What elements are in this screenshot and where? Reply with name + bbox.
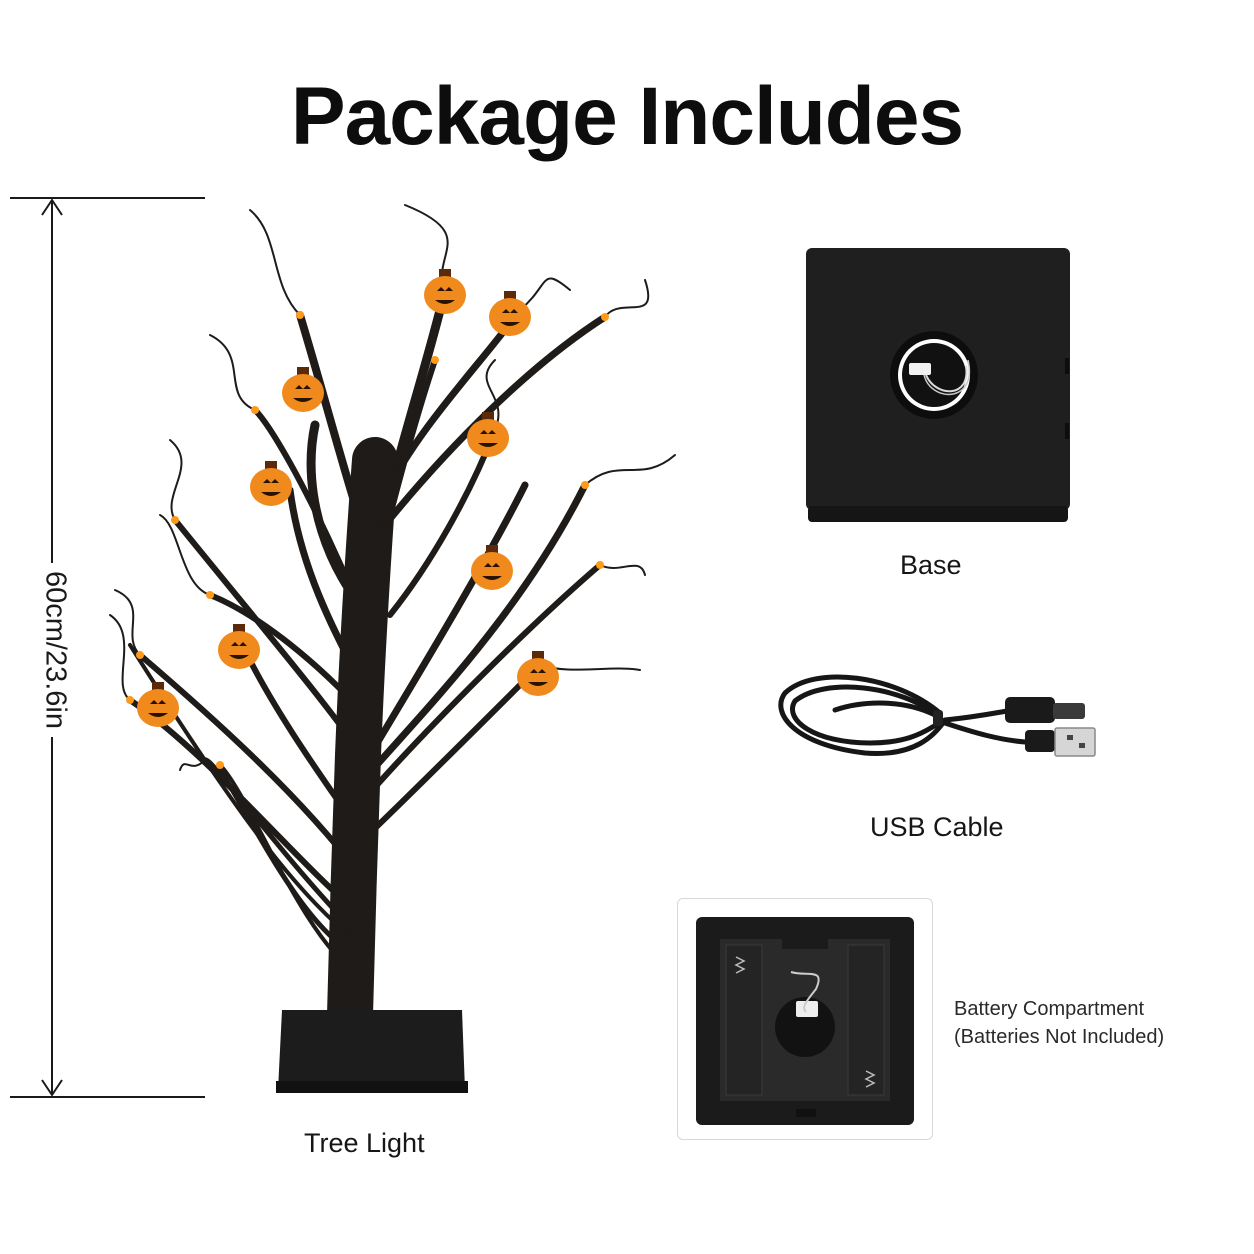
usb-caption: USB Cable <box>870 812 1004 842</box>
base-icon <box>806 248 1070 522</box>
tree-light-caption: Tree Light <box>304 1128 425 1158</box>
usb-cable-icon <box>778 674 1096 757</box>
page-title: Package Includes <box>290 71 964 162</box>
battery-compartment-frame <box>677 898 933 1140</box>
pumpkin-light-icon <box>137 269 559 727</box>
dimension-text: 60cm/23.6in <box>38 563 72 737</box>
battery-caption-line2: (Batteries Not Included) <box>954 1026 1165 1048</box>
battery-compartment-icon <box>696 917 914 1125</box>
battery-caption: Battery Compartment (Batteries Not Inclu… <box>954 995 1164 1051</box>
base-caption: Base <box>900 550 962 580</box>
battery-caption-line1: Battery Compartment <box>954 998 1145 1020</box>
tree-light-icon <box>109 204 676 1093</box>
